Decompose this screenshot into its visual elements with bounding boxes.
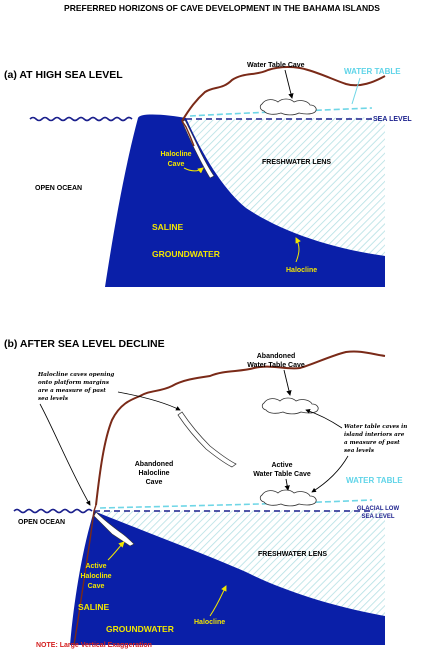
note-right-1: Water table caves in [344, 424, 407, 430]
note-left-4: sea levels [38, 396, 69, 402]
label-abandoned-wt-cave-1: Abandoned [257, 353, 296, 360]
note-right-2: island interiors are [344, 432, 405, 438]
label-water-table-cave-a: Water Table Cave [247, 62, 305, 69]
label-active-halocline-1: Active [85, 563, 106, 570]
label-groundwater-a: GROUNDWATER [152, 249, 220, 259]
note-right-4: sea levels [344, 448, 375, 454]
label-abandoned-halocline-1: Abandoned [135, 461, 174, 468]
label-freshwater-lens-b: FRESHWATER LENS [258, 551, 327, 558]
note-left-1: Halocline caves opening [37, 372, 114, 378]
note-vertical-exaggeration: NOTE: Large Vertical Exaggeration [36, 642, 152, 649]
arrow-halocline-cave-a [183, 167, 204, 174]
panel-a-heading: (a) AT HIGH SEA LEVEL [4, 69, 123, 81]
water-table-cave-a-shape [259, 98, 317, 116]
label-active-halocline-3: Cave [88, 583, 105, 590]
arrow-halocline-b [209, 585, 227, 617]
arrow-water-table-cave-a [284, 69, 294, 99]
arrow-note-right-upper [305, 408, 343, 429]
label-active-wt-cave-2: Water Table Cave [253, 471, 311, 478]
coast-cliff-b [73, 504, 97, 646]
label-abandoned-halocline-2: Halocline [138, 470, 169, 477]
label-abandoned-halocline-3: Cave [146, 479, 163, 486]
label-water-table-b: WATER TABLE [346, 476, 403, 485]
saline-groundwater-a [105, 114, 385, 288]
note-left-3: are a measure of past [38, 388, 106, 394]
arrow-note-left-lower [39, 403, 91, 506]
label-groundwater-b: GROUNDWATER [106, 624, 174, 634]
pointer-water-table-a [351, 77, 361, 105]
label-halocline-a: Halocline [286, 267, 317, 274]
arrow-active-wt-cave [284, 478, 290, 491]
freshwater-lens-a [186, 117, 385, 256]
label-glacial-low-2: SEA LEVEL [361, 514, 394, 520]
coast-cliff-a [181, 120, 195, 147]
label-halocline-cave-a-2: Cave [168, 161, 185, 168]
abandoned-halocline-cave-b-shape [177, 411, 237, 468]
freshwater-lens-b [94, 510, 385, 616]
label-glacial-low-1: GLACIAL LOW [357, 506, 400, 512]
panel-a: (a) AT HIGH SEA LEVEL Water Table Cave W… [4, 62, 412, 288]
label-active-halocline-2: Halocline [80, 573, 111, 580]
water-table-line-b [99, 499, 373, 509]
label-saline-b: SALINE [78, 602, 110, 612]
label-saline-a: SALINE [152, 222, 184, 232]
land-surface-a [181, 66, 386, 122]
arrow-abandoned-wt-cave [283, 369, 292, 396]
label-abandoned-wt-cave-2: Water Table Cave [247, 362, 305, 369]
sea-level-wave-a [29, 116, 133, 122]
arrow-halocline-a [295, 237, 301, 263]
label-halocline-cave-a-1: Halocline [160, 151, 191, 158]
label-open-ocean-b: OPEN OCEAN [18, 519, 65, 526]
note-right-3: a measure of past [344, 440, 400, 446]
panel-b-heading: (b) AFTER SEA LEVEL DECLINE [4, 338, 165, 350]
saline-groundwater-b [70, 511, 385, 645]
arrow-note-left-upper [117, 391, 181, 411]
label-active-wt-cave-1: Active [271, 462, 292, 469]
label-halocline-b: Halocline [194, 619, 225, 626]
label-open-ocean-a: OPEN OCEAN [35, 185, 82, 192]
label-water-table-a: WATER TABLE [344, 67, 401, 76]
panel-b: (b) AFTER SEA LEVEL DECLINE Abandoned Wa… [4, 338, 407, 646]
active-halocline-cave-b-shape [93, 511, 135, 547]
active-water-table-cave-b-shape [259, 489, 317, 507]
abandoned-water-table-cave-b-shape [261, 397, 319, 415]
label-sea-level-a: SEA LEVEL [373, 116, 412, 123]
label-freshwater-lens-a: FRESHWATER LENS [262, 159, 331, 166]
arrow-active-halocline [107, 541, 125, 561]
note-left-2: onto platform margins [38, 380, 110, 386]
sea-level-wave-b [13, 508, 93, 514]
arrow-note-right-lower [311, 455, 349, 493]
diagram-title: PREFERRED HORIZONS OF CAVE DEVELOPMENT I… [64, 3, 380, 13]
land-surface-b [95, 350, 386, 506]
